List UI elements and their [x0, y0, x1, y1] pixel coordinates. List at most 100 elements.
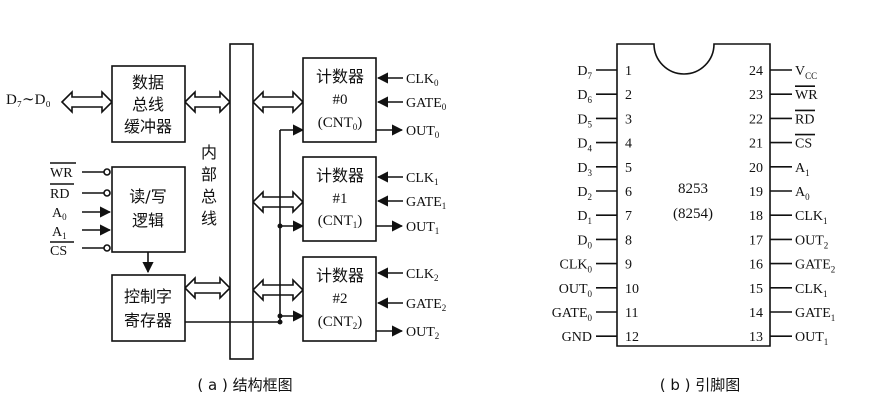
right-pin-18-number: 18 [749, 209, 763, 224]
left-pin-5-number: 5 [625, 161, 632, 176]
ctrl-line-2: 寄存器 [124, 311, 172, 330]
wr-inversion-bubble [103, 168, 111, 176]
right-pin-15-number: 15 [749, 282, 763, 297]
internal-bus-bar [229, 43, 254, 360]
left-pin-7-label: D1 [577, 209, 592, 226]
rd-input-label: RD [50, 187, 69, 202]
double-arrow-bus-cnt1 [251, 190, 305, 214]
right-pin-24-number: 24 [749, 64, 763, 79]
left-pin-10-label: OUT0 [559, 282, 593, 299]
counter-0-num: #0 [333, 92, 348, 108]
right-pin-15-label: CLK1 [795, 282, 828, 299]
chip-outline [616, 43, 771, 347]
internal-bus-label-3: 总 [201, 187, 217, 206]
counter-2-gate-label: GATE2 [406, 297, 446, 313]
right-pin-24-label: VCC [795, 64, 817, 81]
junction-dot-3 [277, 319, 283, 325]
counter-2-box [302, 256, 377, 342]
counter-1-cnt: (CNT1) [318, 213, 363, 230]
a1-input-label: A1 [52, 225, 67, 241]
left-pin-6-number: 6 [625, 185, 632, 200]
cs-input-label: CS [50, 244, 67, 259]
left-pin-3-number: 3 [625, 112, 632, 127]
buffer-line-3: 缓冲器 [124, 117, 172, 136]
right-pin-22: 22 RD [749, 109, 815, 127]
buffer-line-1: 数据 [132, 73, 164, 92]
counter-0-clk-label: CLK0 [406, 72, 439, 88]
right-pin-18: 18 CLK1 [749, 209, 828, 226]
right-pin-17-number: 17 [749, 233, 763, 248]
counter-0: 计数器 #0 (CNT0) CLK0 GATE0 OUT0 [302, 57, 447, 143]
chip-alt-name: (8254) [673, 206, 713, 222]
counter-1-gate-label: GATE1 [406, 195, 446, 211]
right-pin-20-label: A1 [795, 161, 810, 178]
buffer-line-2: 总线 [132, 95, 164, 114]
double-arrow-data-in [60, 90, 114, 114]
left-pin-8-label: D0 [577, 233, 592, 250]
data-bus-buffer-box [111, 65, 186, 143]
counter-2-title: 计数器 [316, 266, 364, 285]
right-pin-20: 20 A1 [749, 161, 810, 178]
junction-dot-2 [277, 313, 283, 319]
right-pin-14-label: GATE1 [795, 306, 835, 323]
counter-0-cnt: (CNT0) [318, 115, 363, 132]
counter-1-out-label: OUT1 [406, 220, 439, 236]
left-pin-9-number: 9 [625, 258, 632, 273]
rw-line-2: 逻辑 [132, 211, 164, 230]
left-pin-2-label: D6 [577, 88, 592, 105]
counter-1-title: 计数器 [316, 166, 364, 185]
double-arrow-buffer-bus [183, 90, 232, 114]
left-pin-11-number: 11 [625, 306, 638, 321]
counter-0-gate-label: GATE0 [406, 96, 447, 112]
left-pin-4-number: 4 [625, 137, 632, 152]
right-pin-18-label: CLK1 [795, 209, 828, 226]
counter-2-num: #2 [333, 291, 348, 307]
internal-bus-label-2: 部 [201, 165, 217, 184]
right-pin-22-label: RD [795, 112, 814, 127]
control-word-register-box [111, 274, 186, 342]
left-pin-12-number: 12 [625, 330, 639, 345]
left-pin-3-label: D5 [577, 112, 592, 129]
left-pin-7-number: 7 [625, 209, 632, 224]
double-arrow-ctrl-bus [183, 276, 232, 300]
cs-inversion-bubble [103, 244, 111, 252]
double-arrow-bus-cnt0 [251, 90, 305, 114]
left-pin-7: D1 7 [577, 209, 632, 226]
counter-2-clk-label: CLK2 [406, 267, 439, 283]
left-pin-4: D4 4 [577, 137, 632, 154]
left-pin-10-number: 10 [625, 282, 639, 297]
internal-bus-label-1: 内 [201, 143, 217, 162]
right-pin-22-number: 22 [749, 112, 763, 127]
counter-1-box [302, 156, 377, 242]
left-pin-1-number: 1 [625, 64, 632, 79]
left-pin-4-label: D4 [577, 137, 592, 154]
right-pin-19-number: 19 [749, 185, 763, 200]
ctrl-line-1: 控制字 [124, 287, 172, 306]
right-pin-13-label: OUT1 [795, 330, 828, 347]
double-arrow-bus-cnt2 [251, 278, 305, 302]
right-pin-15: 15 CLK1 [749, 282, 828, 299]
data-bus-label: D₇∼D₀ [6, 92, 51, 108]
counter-1-clk-label: CLK1 [406, 171, 439, 187]
caption-a: ( a ) 结构框图 [197, 376, 292, 394]
counter-2: 计数器 #2 (CNT2) CLK2 GATE2 OUT2 [302, 256, 446, 342]
structure-diagram: D₇∼D₀ 数据 总线 缓冲器 内 部 总 线 读/写 逻辑 WR RD A0 [6, 43, 447, 394]
right-pin-20-number: 20 [749, 161, 763, 176]
chip-name: 8253 [678, 181, 708, 197]
left-pin-9-label: CLK0 [560, 258, 593, 275]
